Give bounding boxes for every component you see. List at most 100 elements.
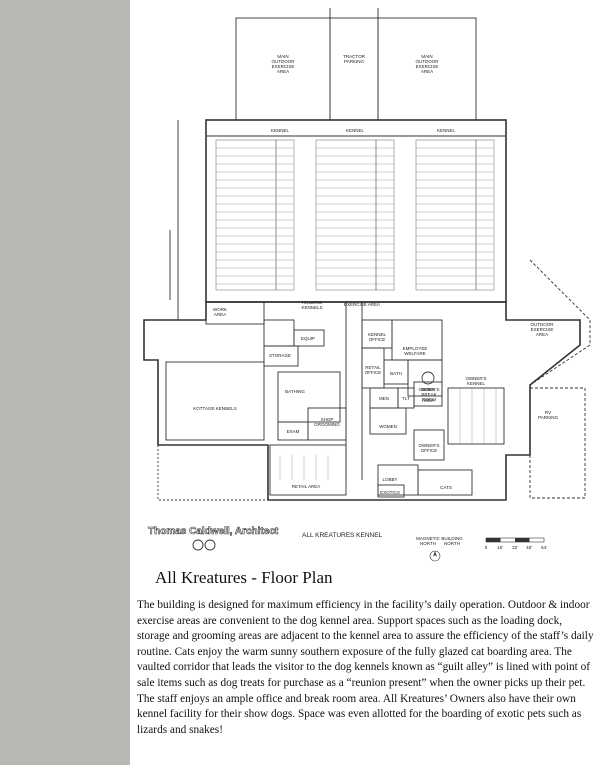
label-owners-kennel-2: KENNEL xyxy=(467,381,486,386)
womens-room xyxy=(369,407,407,435)
project-name: ALL KREATURES KENNEL xyxy=(302,532,383,539)
label-main-outdoor-right-1: MAIN xyxy=(421,54,432,59)
label-storage: STORAGE xyxy=(269,353,291,358)
label-main-outdoor-left-2: OUTDOOR xyxy=(272,59,296,64)
retail-area-room xyxy=(269,444,347,496)
label-main-outdoor-left-1: MAIN xyxy=(277,54,288,59)
label-main-outdoor-left-3: EXERCISE xyxy=(272,64,295,69)
owners-office-room xyxy=(413,429,445,461)
scale-tick-64: 64' xyxy=(541,545,547,550)
kennel-run-dividers xyxy=(216,147,494,285)
label-bathing: BATHING xyxy=(285,389,305,394)
label-women: WOMEN xyxy=(379,424,397,429)
label-outdoor-exercise-3: AREA xyxy=(536,332,548,337)
scale-tick-48: 48' xyxy=(526,545,532,550)
rv-parking-area xyxy=(529,387,586,499)
cats-room xyxy=(417,469,473,496)
label-retail-office-2: OFFICE xyxy=(365,370,382,375)
label-outdoor-exercise-1: OUTDOOR xyxy=(531,322,555,327)
description-paragraph: The building is designed for maximum eff… xyxy=(137,599,594,736)
label-magnetic-north-1: MAGNETIC xyxy=(416,536,441,541)
label-employee-welfare-1: EMPLOYEE xyxy=(403,346,428,351)
owners-kennel-dividers xyxy=(459,388,497,444)
work-area-mid-room xyxy=(413,381,443,407)
label-shop-grooming-2: GROOMING xyxy=(314,422,340,427)
holding-kennels-room xyxy=(263,319,295,347)
label-outdoor-exercise-2: EXERCISE xyxy=(531,327,554,332)
kennel-runs xyxy=(215,139,495,291)
label-kottage-kennels: KOTTAGE KENNELS xyxy=(193,406,236,411)
label-work-area-mid-1: WORK xyxy=(421,387,435,392)
label-owners-office-1: OWNER'S xyxy=(418,443,439,448)
label-equip: EQUIP xyxy=(301,336,315,341)
scale-bar: 0 16' 32' 48' 64' xyxy=(485,537,547,550)
label-main-outdoor-left-4: AREA xyxy=(277,69,289,74)
retail-shelving xyxy=(279,455,329,480)
label-men: MEN xyxy=(379,396,389,401)
label-kennel-2: KENNEL xyxy=(346,128,365,133)
label-building-north-1: BUILDING xyxy=(441,536,463,541)
scale-tick-16: 16' xyxy=(497,545,503,550)
architect-credit: Thomas Caldwell, Architect xyxy=(148,526,279,537)
owners-break-room xyxy=(407,359,443,397)
label-tractor-parking-2: PARKING xyxy=(344,59,364,64)
label-work-area-top-1: WORK xyxy=(213,307,227,312)
tractor-parking-area xyxy=(329,17,379,121)
kottage-kennels-room xyxy=(165,361,265,441)
label-shop-grooming-1: SHOP xyxy=(321,417,334,422)
shop-grooming-room xyxy=(307,407,347,441)
label-lobby: LOBBY xyxy=(382,477,397,482)
label-building-north-2: NORTH xyxy=(444,541,460,546)
exotics-room xyxy=(377,484,405,498)
label-bath: BATH xyxy=(390,371,402,376)
work-area-top-room xyxy=(205,301,265,325)
label-kennel-3: KENNEL xyxy=(437,128,456,133)
label-work-area-mid-2: AREA xyxy=(422,398,434,403)
svg-text:AREA: AREA xyxy=(422,398,434,403)
label-main-outdoor-right-3: EXERCISE xyxy=(416,64,439,69)
label-owners-break-room-2: BREAK xyxy=(421,392,436,397)
label-kennel-office-1: KENNEL xyxy=(368,332,387,337)
bathing-room xyxy=(277,371,341,423)
label-tractor-parking-1: TRACTOR xyxy=(343,54,365,59)
label-rv-parking-2: PARKING xyxy=(538,415,558,420)
label-main-outdoor-right-4: AREA xyxy=(421,69,433,74)
label-tlt: TLT xyxy=(402,396,410,401)
left-gray-sidebar xyxy=(0,0,130,765)
label-rv-parking-1: RV xyxy=(545,410,551,415)
label-kennel-1: KENNEL xyxy=(271,128,290,133)
label-owners-break-room-1: OWNER'S xyxy=(418,387,439,392)
page-title: All Kreatures - Floor Plan xyxy=(155,568,333,587)
label-exam: EXAM xyxy=(287,429,300,434)
label-owners-kennel-1: OWNER'S xyxy=(465,376,486,381)
label-magnetic-north-2: NORTH xyxy=(420,541,436,546)
owners-kennel-room xyxy=(447,387,505,445)
label-holding-kennels-1: HOLDING xyxy=(302,300,323,305)
label-work-area-top-2: AREA xyxy=(214,312,226,317)
label-owners-office-2: OFFICE xyxy=(421,448,438,453)
svg-text:WORK: WORK xyxy=(421,387,435,392)
label-cats: CATS xyxy=(440,485,452,490)
kennel-block xyxy=(205,119,507,303)
label-exercise-area: EXERCISE AREA xyxy=(344,302,380,307)
label-retail-area: RETAIL AREA xyxy=(292,484,321,489)
scale-tick-0: 0 xyxy=(485,545,488,550)
